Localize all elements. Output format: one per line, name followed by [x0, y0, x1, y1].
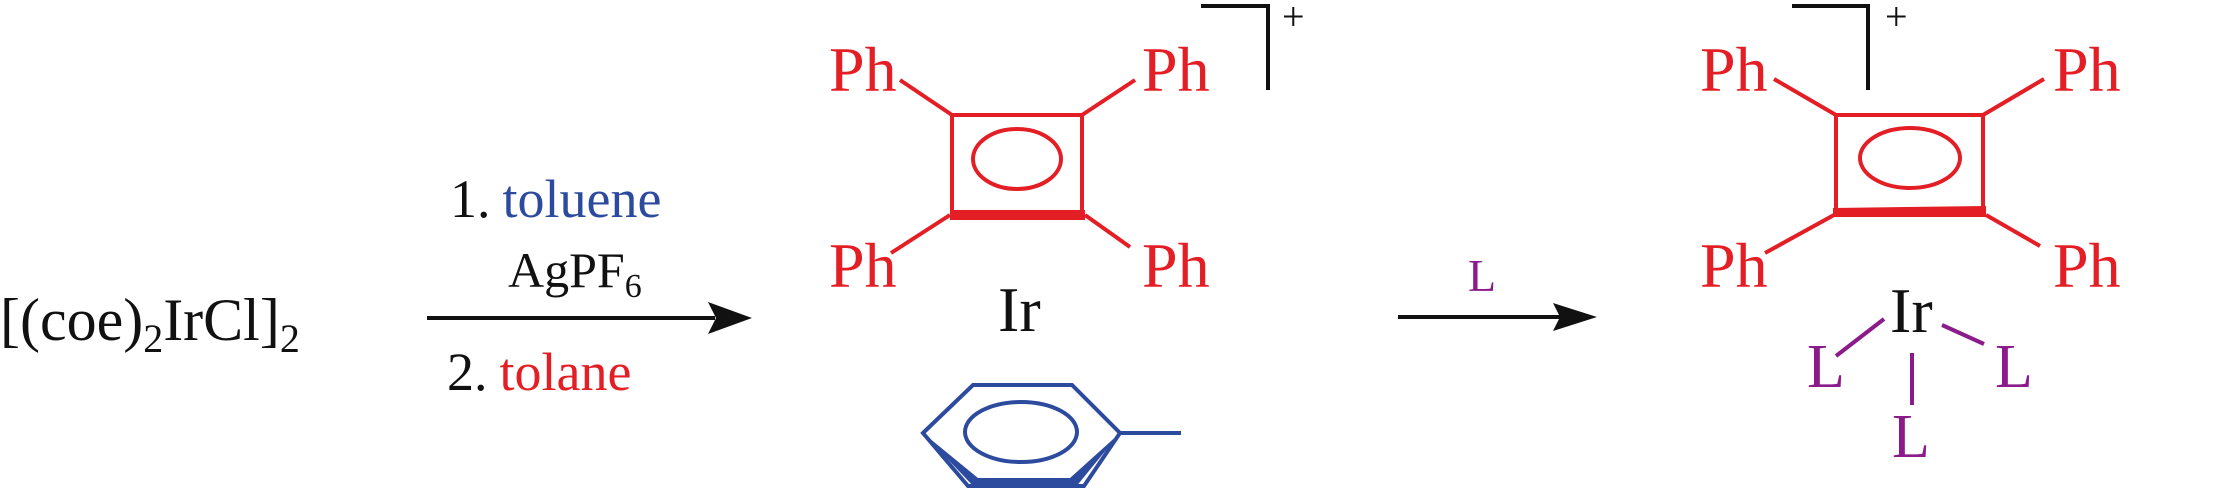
reaction-arrow-2 [1398, 303, 1597, 331]
reactant-formula: [(coe)2IrCl]2 [0, 287, 300, 361]
phenyl-label: Ph [1142, 34, 1210, 105]
ligand-bonds [1834, 317, 1985, 405]
cyclobutadiene-ring-1 [889, 78, 1137, 255]
phenyl-label: Ph [2053, 230, 2121, 301]
cyclobutadiene-ring-2 [1764, 77, 2046, 255]
phenyl-label: Ph [2053, 34, 2121, 105]
reaction-arrow-1 [427, 302, 752, 334]
charge-bracket-1 [1201, 4, 1270, 90]
ligand-reagent-label: L [1468, 250, 1496, 301]
phenyl-label: Ph [1142, 230, 1210, 301]
iridium-label: Ir [998, 274, 1041, 345]
toluene-ring [920, 383, 1181, 488]
ligand-label: L [1892, 403, 1930, 471]
agpf6-label: AgPF6 [508, 242, 642, 305]
charge-label: + [1885, 0, 1908, 39]
iridium-label: Ir [1890, 275, 1933, 346]
phenyl-label: Ph [829, 230, 897, 301]
step2-label: 2.tolane [447, 342, 631, 402]
step1-label: 1.toluene [450, 169, 661, 229]
phenyl-label: Ph [1700, 34, 1768, 105]
ligand-label: L [1995, 333, 2033, 401]
charge-label: + [1282, 0, 1305, 39]
phenyl-label: Ph [1700, 230, 1768, 301]
phenyl-label: Ph [829, 34, 897, 105]
ligand-label: L [1807, 333, 1845, 401]
charge-bracket-2 [1792, 4, 1870, 90]
